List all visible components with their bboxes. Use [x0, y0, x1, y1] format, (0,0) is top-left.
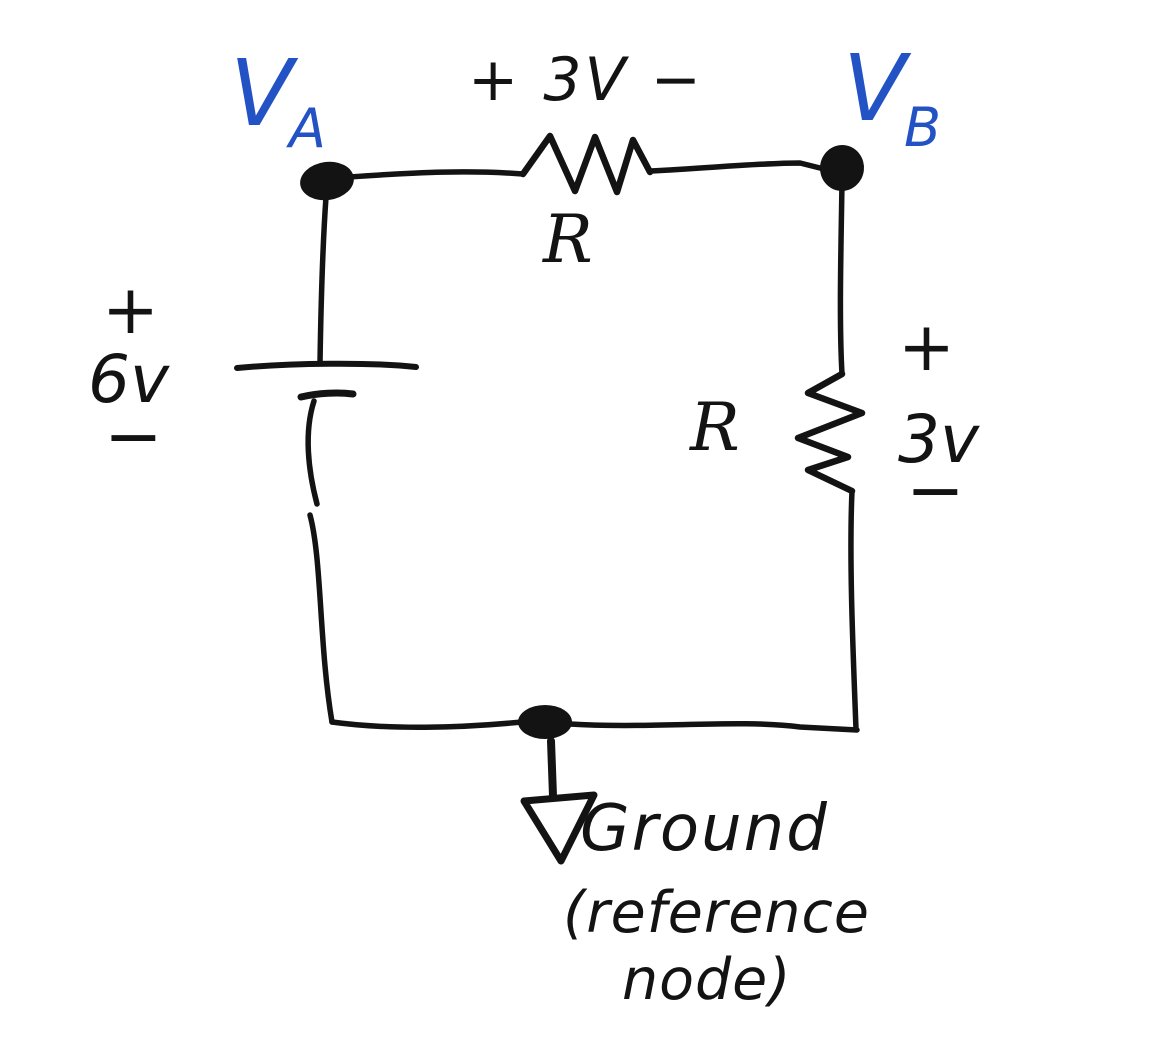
label-node-va: VA	[230, 40, 326, 160]
label-right-resistor-name: R	[689, 389, 740, 466]
ground-symbol-icon	[520, 737, 598, 865]
label-right-resistor-plus: +	[898, 308, 955, 387]
ground-stem	[547, 737, 557, 800]
wire-bottom-left	[329, 719, 525, 730]
ground-triangle	[520, 791, 598, 865]
wire-right-upper	[837, 179, 845, 377]
label-source-plus: +	[102, 271, 159, 350]
node-dot-vb	[819, 145, 865, 191]
label-top-resistor-voltage: + 3V −	[468, 45, 704, 115]
wire-left-lower-b	[307, 512, 335, 725]
label-ground-note-line1: (reference	[563, 880, 870, 946]
battery-plate-short	[297, 389, 357, 401]
label-node-va-sub: A	[286, 97, 326, 160]
node-dot-va	[300, 161, 354, 201]
wire-left-lower-a	[305, 398, 320, 507]
label-ground-note-line2: node)	[622, 947, 792, 1013]
battery-plate-long	[234, 360, 419, 371]
wire-top-left	[346, 169, 526, 180]
label-node-vb-base: V	[843, 35, 912, 142]
wire-bottom-right	[567, 721, 860, 733]
wire-right-lower	[848, 488, 859, 732]
label-right-resistor-value: 3v	[898, 401, 980, 478]
resistor-right-zigzag	[794, 370, 866, 495]
label-top-resistor-name: R	[542, 201, 593, 278]
label-node-va-base: V	[230, 40, 299, 147]
wire-left-upper	[317, 194, 329, 366]
resistor-top-zigzag	[519, 132, 654, 196]
wire-top-right	[647, 160, 823, 174]
label-node-vb: VB	[843, 35, 941, 159]
label-ground-title: Ground	[580, 792, 829, 866]
label-source-minus: −	[104, 395, 163, 477]
label-source-value: 6v	[88, 341, 170, 418]
node-dot-ground	[518, 705, 572, 739]
label-right-resistor-minus: −	[906, 449, 965, 531]
label-node-vb-sub: B	[904, 96, 941, 159]
